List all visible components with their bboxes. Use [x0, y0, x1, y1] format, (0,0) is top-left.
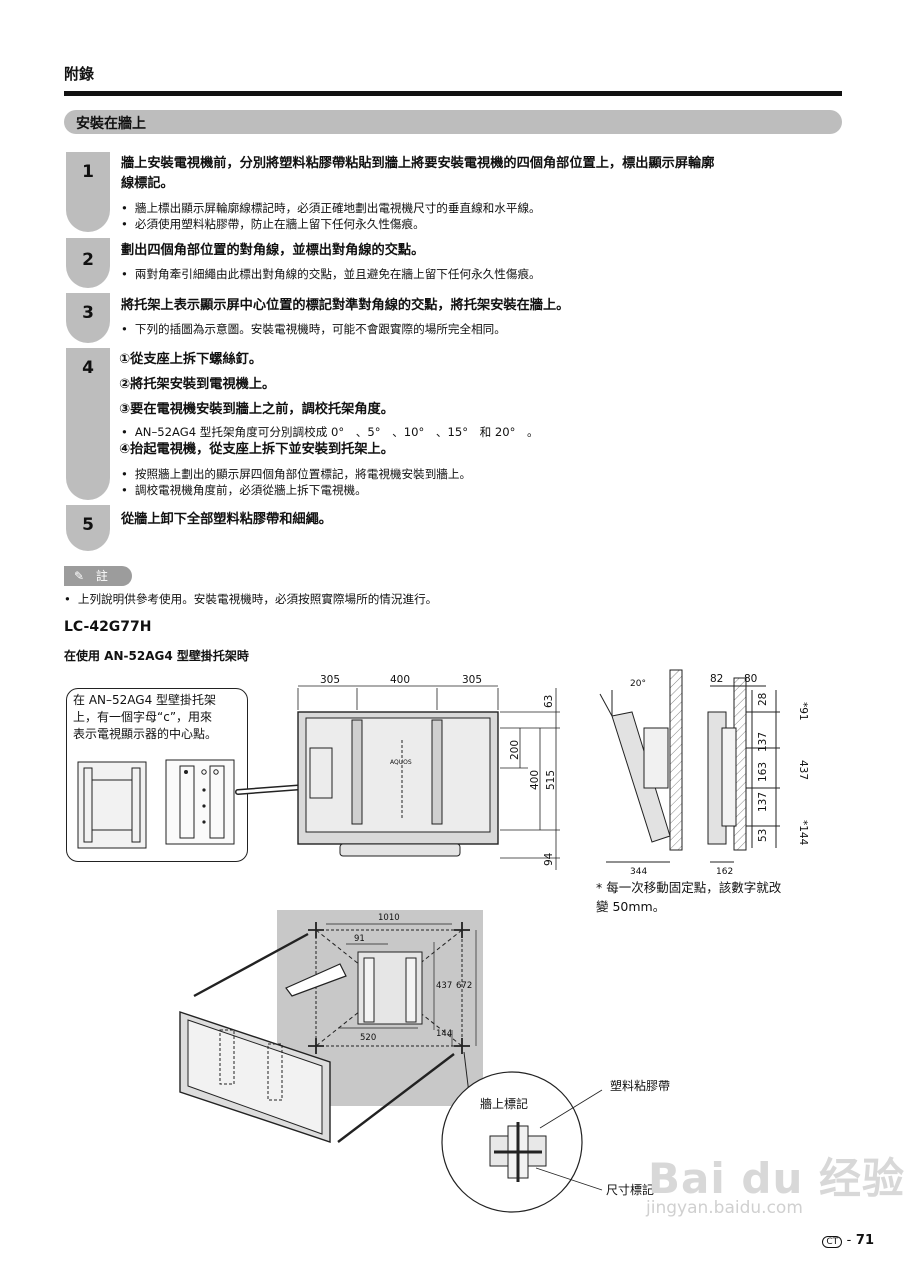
step-1-title-line2: 線標記。	[121, 176, 174, 191]
step-2-title: 劃出四個角部位置的對角線，並標出對角線的交點。	[121, 243, 425, 258]
callout-text: 在 AN–52AG4 型壁掛托架 上，有一個字母“c”，用來 表示電視顯示器的中…	[73, 692, 245, 743]
note-badge: ✎ 註	[64, 566, 132, 586]
callout-line-1: 在 AN–52AG4 型壁掛托架	[73, 693, 217, 707]
side-dim-437: 437	[797, 760, 809, 780]
callout-bracket-marks	[184, 769, 219, 824]
step-4-bullet-1: 按照牆上劃出的顯示屏四個角部位置標記，將電視機安裝到牆上。	[121, 466, 471, 482]
front-dims-text: 305 400 305 63 200 400 94 515 AQUOS	[320, 674, 557, 866]
usage-title: 在使用 AN-52AG4 型壁掛托架時	[64, 649, 249, 663]
front-dim-top-2: 400	[390, 674, 410, 686]
side-view-flat	[707, 677, 780, 863]
step-1-title: 牆上安裝電視機前，分別將塑料粘膠帶粘貼到牆上將要安裝電視機的四個角部位置上，標出…	[121, 154, 841, 194]
front-dim-top-1: 305	[320, 674, 340, 686]
note-text: 上列說明供參考使用。安裝電視機時，必須按照實際場所的情況進行。	[64, 591, 437, 607]
step-4-sub-3: ③要在電視機安裝到牆上之前，調校托架角度。	[119, 402, 394, 417]
step-4-sub-1: ①從支座上拆下螺絲釘。	[119, 352, 263, 367]
page-header-section: 附錄	[64, 65, 95, 83]
pencil-icon: ✎	[74, 569, 85, 583]
section-bar	[64, 110, 842, 134]
note-label: 註	[95, 569, 108, 583]
label-size-mark: 尺寸標記	[606, 1182, 654, 1197]
wall-dim-437: 437	[436, 981, 452, 991]
front-dim-515: 515	[545, 770, 557, 790]
step-4-bullet-2: 調校電視機角度前，必須從牆上拆下電視機。	[121, 482, 367, 498]
side-dim-82: 82	[710, 673, 723, 685]
side-view-tilted	[599, 669, 683, 863]
section-title: 安裝在牆上	[76, 116, 146, 132]
footnote: * 每一次移動固定點，該數字就改 變 50mm。	[596, 878, 781, 916]
language-code-badge: CT	[822, 1236, 843, 1248]
wall-crosshair-marks	[308, 922, 470, 1054]
watermark-logo: Bai du 经验	[648, 1154, 905, 1203]
side-dim-144: *144	[797, 820, 809, 846]
step-number-5: 5	[82, 515, 94, 535]
step-tab-1	[66, 152, 110, 232]
side-dim-344: 344	[630, 867, 647, 877]
wall-dim-672: 672	[456, 981, 472, 991]
callout-line-2: 上，有一個字母“c”，用來	[73, 710, 213, 724]
footnote-line-1: * 每一次移動固定點，該數字就改	[596, 880, 782, 895]
step-number-2: 2	[82, 250, 94, 270]
side-angle: 20°	[630, 679, 646, 689]
footnote-line-2: 變 50mm。	[596, 899, 666, 914]
page-number: 71	[855, 1233, 874, 1248]
front-dim-200: 200	[509, 740, 521, 760]
step-3-bullet-1: 下列的插圖為示意圖。安裝電視機時，可能不會跟實際的場所完全相同。	[121, 321, 506, 337]
step-number-4: 4	[82, 358, 94, 378]
step-number-1: 1	[82, 162, 94, 182]
side-dim-80: 80	[744, 673, 757, 685]
step-tab-4	[66, 348, 110, 500]
step-5-title: 從牆上卸下全部塑料粘膠帶和細繩。	[121, 512, 332, 527]
side-dim-28: 28	[757, 693, 769, 706]
step-1-bullet-1: 牆上標出顯示屏輪廓線標記時，必須正確地劃出電視機尺寸的垂直線和水平線。	[121, 200, 541, 216]
magnifier	[441, 1051, 603, 1213]
wall-dim-1010: 1010	[378, 913, 400, 923]
label-wall-mark: 牆上標記	[480, 1096, 528, 1111]
front-view-tv	[297, 711, 499, 857]
guide-arrows	[193, 932, 455, 1143]
brand-logo: AQUOS	[390, 759, 412, 766]
front-dim-top-3: 305	[462, 674, 482, 686]
wall-dim-520: 520	[360, 1033, 376, 1043]
step-4-sub-2: ②將托架安裝到電視機上。	[119, 377, 276, 392]
page-sep: -	[846, 1233, 852, 1248]
step-tab-5	[66, 505, 110, 551]
side-dim-137b: 137	[757, 792, 769, 812]
callout-bracket-drawing	[77, 759, 235, 849]
step-2-bullet-1: 兩對角牽引細繩由此標出對角線的交點，並且避免在牆上留下任何永久性傷痕。	[121, 266, 541, 282]
front-dim-400: 400	[529, 770, 541, 790]
callout-line-3: 表示電視顯示器的中心點。	[73, 727, 218, 741]
step-1-title-line1: 牆上安裝電視機前，分別將塑料粘膠帶粘貼到牆上將要安裝電視機的四個角部位置上，標出…	[121, 156, 715, 171]
front-view-dimension-lines	[297, 685, 560, 870]
wall-dim-91: 91	[354, 934, 365, 944]
tv-front-large	[179, 1011, 331, 1143]
step-3-title: 將托架上表示顯示屏中心位置的標記對準對角線的交點，將托架安裝在牆上。	[121, 298, 570, 313]
wall-dim-144: 144	[436, 1029, 452, 1039]
step-4-bullet-angle: AN–52AG4 型托架角度可分別調校成 0° 、5° 、10° 、15° 和 …	[121, 424, 539, 440]
magnifier-labels: 牆上標記 塑料粘膠帶 尺寸標記	[480, 1078, 670, 1197]
step-1-bullet-2: 必須使用塑料粘膠帶，防止在牆上留下任何永久性傷痕。	[121, 216, 425, 232]
model-name: LC-42G77H	[64, 619, 152, 635]
side-dims-text: 20° 82 80 28 137 163 137 53 *91 437 *144…	[630, 673, 809, 877]
side-dim-162: 162	[716, 867, 733, 877]
step-tab-3	[66, 293, 110, 343]
step-tab-2	[66, 238, 110, 288]
side-dim-91: *91	[797, 702, 809, 721]
side-dim-163: 163	[757, 762, 769, 782]
page-number-area: CT - 71	[822, 1233, 874, 1248]
label-tape: 塑料粘膠帶	[610, 1078, 670, 1093]
side-dim-53: 53	[757, 829, 769, 842]
front-dim-94: 94	[543, 852, 555, 866]
wall-dimension-lines	[326, 923, 477, 1046]
wall-dims-text: 1010 91 437 672 520 144	[354, 913, 472, 1043]
step-number-3: 3	[82, 303, 94, 323]
wall-diagram	[277, 910, 483, 1106]
side-dim-137a: 137	[757, 732, 769, 752]
step-4-sub-4: ④抬起電視機，從支座上拆下並安裝到托架上。	[119, 442, 394, 457]
front-dim-63: 63	[543, 695, 555, 708]
watermark-url: jingyan.baidu.com	[646, 1198, 803, 1218]
header-rule	[64, 91, 842, 96]
